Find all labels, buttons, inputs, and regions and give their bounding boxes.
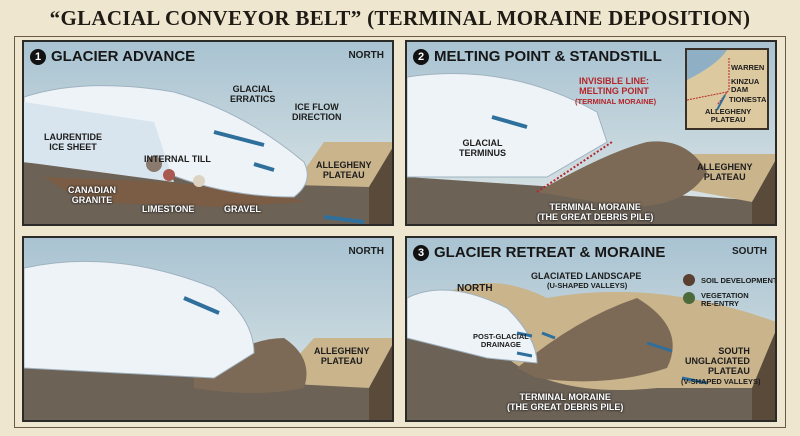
label-terminal-moraine: TERMINAL MORAINE (THE GREAT DEBRIS PILE) [537,202,654,222]
map-label-tionesta: TIONESTA [729,95,767,104]
soil-development-icon [683,274,695,286]
label-vegetation-re-entry: VEGETATION RE-ENTRY [701,291,749,308]
label-u-shaped-valleys: (U-SHAPED VALLEYS) [547,281,628,290]
ornate-frame [14,36,786,428]
diagram-title: “GLACIAL CONVEYOR BELT” (TERMINAL MORAIN… [49,6,751,30]
label-canadian-granite: CANADIAN GRANITE [68,185,116,205]
map-label-allegheny-plateau: ALLEGHENY PLATEAU [705,107,752,124]
label-ice-flow-direction: ICE FLOW DIRECTION [292,102,342,122]
label-north: NORTH [457,283,493,294]
panel-2-illustration [407,73,775,224]
label-invisible-line: INVISIBLE LINE: MELTING POINT [579,76,650,96]
ice-flow-arrow [213,130,265,147]
melting-point-line [536,141,613,193]
vegetation-icon [683,292,695,304]
map-label-kinzua-dam: KINZUA DAM [731,77,760,94]
label-internal-till: INTERNAL TILL [144,154,211,164]
direction-label: NORTH [348,246,384,257]
label-allegheny-plateau: ALLEGHENY PLATEAU [697,162,753,182]
label-terminal-moraine: TERMINAL MORAINE (THE GREAT DEBRIS PILE) [507,392,624,412]
label-invisible-line-sub: (TERMINAL MORAINE) [575,97,657,106]
label-soil-development: SOIL DEVELOPMENT [701,276,777,285]
label-v-shaped-valleys: (V-SHAPED VALLEYS) [681,377,761,386]
label-allegheny-plateau: ALLEGHENY PLATEAU [316,160,372,180]
label-allegheny-plateau: ALLEGHENY PLATEAU [314,346,370,366]
label-laurentide-ice-sheet: LAURENTIDE ICE SHEET [44,132,102,152]
panel-3-illustration [24,260,392,420]
label-limestone: LIMESTONE [142,204,195,214]
direction-label: NORTH [348,50,384,61]
label-glacial-erratics: GLACIAL ERRATICS [230,84,276,104]
label-glacial-terminus: GLACIAL TERMINUS [459,138,506,158]
map-drawing [687,50,730,111]
panel-1-illustration [24,85,392,224]
map-label-warren: WARREN [731,63,765,72]
direction-label: SOUTH [732,246,767,257]
label-south-unglaciated-plateau: SOUTH UNGLACIATED PLATEAU [685,346,750,376]
label-glaciated-landscape: GLACIATED LANDSCAPE [531,271,642,281]
panel-glacier-standstill: NORTH ALLEGHENY PLATEAU [22,236,394,422]
label-gravel: GRAVEL [224,204,261,214]
location-map-inset: WARREN KINZUA DAM TIONESTA ALLEGHENY PLA… [685,48,769,130]
panel-4-illustration [407,283,775,420]
step-number-badge: 1 [30,48,46,65]
label-post-glacial-drainage: POST-GLACIAL DRAINAGE [473,332,529,349]
